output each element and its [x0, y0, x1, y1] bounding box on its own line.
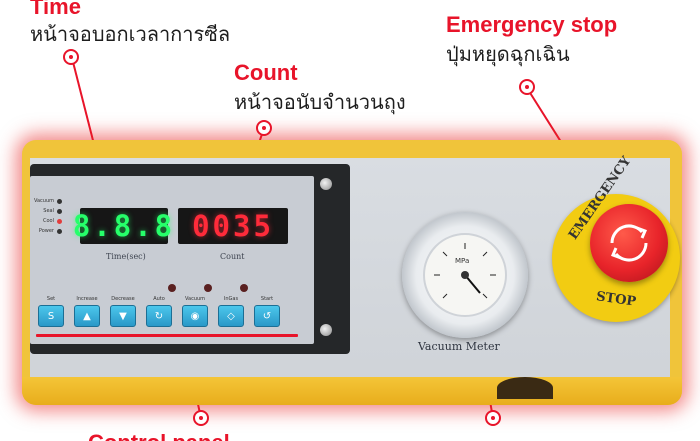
count-display: 0035	[178, 208, 288, 244]
emergency-callout-description: ปุ่มหยุดฉุกเฉิน	[446, 42, 570, 66]
ingas-key[interactable]: ◇	[218, 305, 244, 327]
emergency-stop-button[interactable]	[590, 204, 668, 282]
machine-front-panel: Vacuum Seal Cool Power	[30, 154, 680, 390]
ingas-key-label: InGas	[223, 296, 239, 302]
screw-icon	[320, 178, 332, 190]
meter-callout-marker	[485, 410, 501, 426]
count-callout-title: Count	[234, 60, 298, 85]
vacuum-key-label: Vacuum	[184, 296, 206, 302]
gauge-needle-icon	[434, 243, 496, 299]
stop-ring-text: STOP	[595, 289, 638, 310]
auto-key-label: Auto	[153, 296, 165, 302]
vacuum-led	[204, 284, 212, 292]
rotate-arrows-icon	[610, 224, 648, 262]
emergency-callout-marker	[519, 79, 535, 95]
status-indicator: Seal	[32, 206, 62, 216]
time-display-caption: Time(sec)	[106, 252, 146, 261]
auto-led	[168, 284, 176, 292]
start-key-label: Start	[260, 296, 274, 302]
vacuum-key[interactable]: ◉	[182, 305, 208, 327]
status-led	[57, 198, 62, 204]
count-callout-description: หน้าจอนับจำนวนถุง	[234, 90, 406, 114]
control-panel-highlight	[36, 334, 298, 337]
set-key-label: Set	[46, 296, 56, 302]
emergency-callout-title: Emergency stop	[446, 12, 618, 37]
time-callout-description: หน้าจอบอกเวลาการซีล	[30, 22, 231, 46]
status-led	[57, 208, 62, 214]
set-key[interactable]: S	[38, 305, 64, 327]
count-callout-marker	[256, 120, 272, 136]
machine-bottom-rail	[22, 377, 682, 405]
screw-icon	[320, 324, 332, 336]
time-callout-marker	[63, 49, 79, 65]
decrease-key[interactable]: ▼	[110, 305, 136, 327]
status-indicator: Vacuum	[32, 196, 62, 206]
machine-bottom-opening	[497, 377, 553, 399]
meter-unit-text: MPa	[455, 257, 470, 265]
ingas-led	[240, 284, 248, 292]
status-indicator-list: Vacuum Seal Cool Power	[32, 196, 62, 236]
control-panel: Vacuum Seal Cool Power	[30, 164, 350, 354]
vacuum-meter-label: Vacuum Meter	[418, 340, 500, 353]
status-indicator: Cool	[32, 216, 62, 226]
decrease-key-label: Decrease	[111, 296, 135, 302]
time-display: 8.8.8	[72, 208, 176, 244]
control-callout-marker	[193, 410, 209, 426]
increase-key-label: Increase	[76, 296, 98, 302]
time-callout-title: Time	[30, 0, 81, 19]
count-display-caption: Count	[220, 252, 245, 261]
status-led-active	[57, 218, 62, 224]
vacuum-sealer-machine: Vacuum Seal Cool Power	[22, 140, 682, 405]
increase-key[interactable]: ▲	[74, 305, 100, 327]
status-led	[57, 228, 62, 234]
status-indicator: Power	[32, 226, 62, 236]
control-panel-face: Vacuum Seal Cool Power	[30, 176, 314, 344]
start-key[interactable]: ↺	[254, 305, 280, 327]
vacuum-meter-dial: MPa	[423, 233, 507, 317]
auto-key[interactable]: ↻	[146, 305, 172, 327]
vacuum-meter: MPa	[402, 212, 528, 338]
control-callout-title: Control panel	[88, 430, 230, 441]
